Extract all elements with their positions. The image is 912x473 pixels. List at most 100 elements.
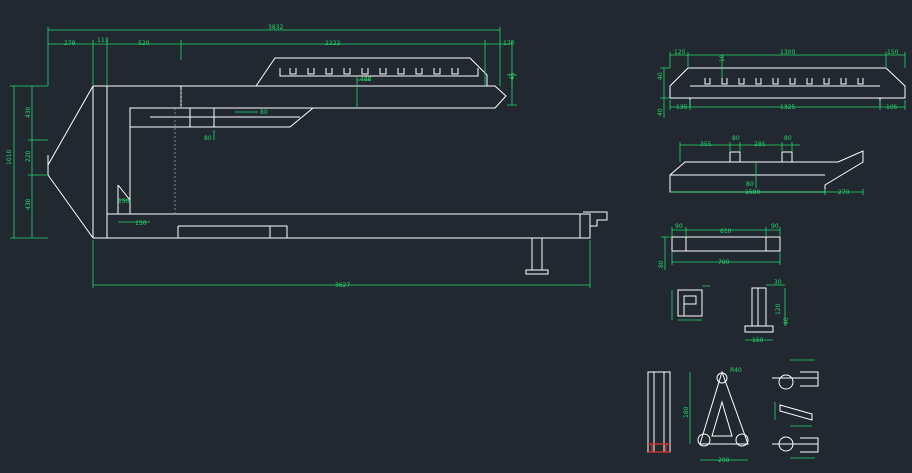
small-plate-view: 90 610 90 790 80 bbox=[658, 223, 781, 270]
dim-left-3: 430 bbox=[25, 198, 32, 210]
support-leg bbox=[525, 238, 549, 275]
top-right-view: 125 1300 150 135 1325 105 40 40 10 bbox=[657, 49, 906, 118]
dim-seg-1: 279 bbox=[64, 40, 76, 47]
triangle-plate bbox=[699, 370, 749, 445]
bottom-parts: R40 180 200 bbox=[647, 359, 819, 464]
dim-bottom-length: 3627 bbox=[335, 282, 350, 289]
sp-top-2: 610 bbox=[720, 228, 732, 235]
trv-left-2: 40 bbox=[657, 108, 664, 116]
dim-inner-2: 80 bbox=[260, 109, 268, 116]
frame-c-inner bbox=[129, 107, 181, 215]
triangle-cutout bbox=[711, 400, 733, 437]
bottom-hook bbox=[583, 211, 608, 227]
mid-right-dim-bottom bbox=[670, 189, 864, 195]
small-plate-dim-left bbox=[661, 236, 672, 270]
frame-arm bbox=[130, 107, 315, 128]
dim-bottom-1: 150 bbox=[118, 198, 130, 205]
detail-top-arm bbox=[772, 371, 819, 387]
top-right-dim-top bbox=[669, 52, 906, 68]
small-plate-dim-top bbox=[671, 227, 781, 237]
mid-right-dim-top bbox=[679, 142, 800, 162]
rack-teeth bbox=[289, 68, 459, 75]
dim-bottom-length-line bbox=[92, 240, 591, 288]
triangle-dims bbox=[689, 372, 748, 461]
part-right-dims bbox=[766, 284, 786, 326]
part-right-post bbox=[751, 287, 767, 327]
detail-mid-dims bbox=[774, 402, 812, 427]
trv-bottom-1: 135 bbox=[676, 104, 688, 111]
triangle-right-hole bbox=[735, 433, 749, 447]
bottom-rail bbox=[93, 213, 591, 239]
detail-bottom-arm bbox=[772, 437, 819, 453]
mrv-top-2: 80 bbox=[732, 135, 740, 142]
main-dimensions: 3832 279 113 520 2222 170 45 488 80 80 1… bbox=[6, 24, 591, 289]
trv-top-2: 1300 bbox=[780, 49, 795, 56]
bp-top: R40 bbox=[730, 367, 742, 374]
dim-left-total: 1010 bbox=[6, 150, 13, 165]
trv-mid: 10 bbox=[719, 54, 726, 62]
trv-bottom-2: 1325 bbox=[780, 104, 795, 111]
dim-left-1: 430 bbox=[25, 106, 32, 118]
mrv-top-3: 285 bbox=[754, 141, 766, 148]
top-right-dim-bottom bbox=[669, 100, 906, 110]
mrv-top-4: 80 bbox=[784, 135, 792, 142]
dim-left-total-line bbox=[10, 85, 48, 239]
dim-bottom-small bbox=[118, 199, 150, 223]
dim-inner-1: 488 bbox=[360, 76, 372, 83]
small-bracket-view bbox=[671, 285, 710, 321]
small-bracket-dims bbox=[671, 285, 710, 321]
pr-mid: 40 bbox=[783, 317, 790, 325]
sp-left: 80 bbox=[658, 260, 665, 268]
rack-teeth-base bbox=[279, 68, 479, 77]
small-plate-outline bbox=[671, 236, 781, 252]
trv-left-1: 40 bbox=[657, 72, 664, 80]
mid-right-view: 355 80 285 80 80 1580 270 bbox=[669, 135, 864, 196]
mid-right-outline bbox=[669, 150, 864, 193]
sp-top-1: 90 bbox=[675, 223, 683, 230]
sp-bottom: 790 bbox=[718, 259, 730, 266]
mrv-top-1: 355 bbox=[700, 141, 712, 148]
dim-inner-3: 80 bbox=[204, 135, 212, 142]
small-plate-dim-bottom bbox=[671, 252, 781, 265]
small-bracket-outline bbox=[677, 289, 703, 317]
frame-nose bbox=[47, 155, 94, 239]
dim-seg-4: 2222 bbox=[325, 40, 340, 47]
mrv-center: 80 bbox=[746, 181, 754, 188]
dim-end: 45 bbox=[509, 72, 516, 80]
top-right-dim-left bbox=[660, 67, 670, 118]
trv-top-1: 125 bbox=[674, 49, 686, 56]
dim-left-heights-line bbox=[28, 86, 48, 238]
pr-top: 30 bbox=[774, 279, 782, 286]
pr-side: 120 bbox=[775, 303, 782, 315]
main-frame-view bbox=[47, 57, 608, 275]
dim-overall: 3832 bbox=[268, 24, 283, 31]
top-right-inner bbox=[689, 85, 881, 106]
rack-plate bbox=[255, 57, 488, 87]
mrv-bottom-2: 270 bbox=[838, 189, 850, 196]
dim-left-2: 220 bbox=[25, 150, 32, 162]
bottom-vertical-bar-weld bbox=[648, 443, 670, 453]
c-brace bbox=[117, 184, 131, 214]
dim-seg-3: 520 bbox=[138, 40, 150, 47]
trv-top-3: 150 bbox=[887, 49, 899, 56]
hidden-lines bbox=[174, 90, 182, 214]
trv-bottom-3: 105 bbox=[886, 104, 898, 111]
bp-bottom: 200 bbox=[718, 457, 730, 464]
detail-mid-bracket bbox=[779, 404, 813, 421]
dim-end-line bbox=[507, 74, 517, 106]
top-right-teeth bbox=[704, 78, 864, 85]
dim-bottom-2: 150 bbox=[135, 220, 147, 227]
dim-seg-5: 170 bbox=[503, 40, 515, 47]
detail-wheel-top bbox=[778, 374, 794, 390]
mrv-bottom-1: 1580 bbox=[745, 189, 760, 196]
sp-top-3: 90 bbox=[771, 223, 779, 230]
mid-right-tabs bbox=[729, 151, 793, 162]
small-plate-ends bbox=[685, 237, 767, 251]
arm-ribs bbox=[189, 108, 215, 127]
dim-segments-line bbox=[48, 40, 513, 86]
small-bracket-inner bbox=[683, 295, 697, 316]
frame-top-edge bbox=[47, 85, 507, 166]
pr-bottom: 150 bbox=[752, 337, 764, 344]
